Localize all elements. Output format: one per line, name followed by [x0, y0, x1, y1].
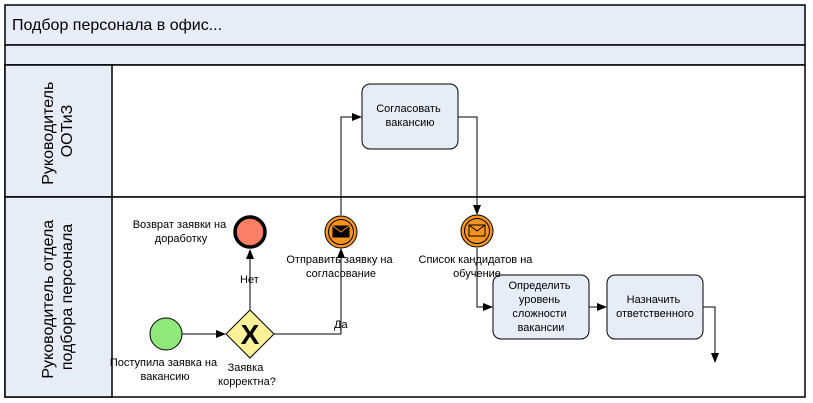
cand-msg-line: обучение [453, 268, 501, 280]
send-msg-label: Отправить заявку на согласование [286, 254, 395, 280]
task-determine-label: Определить уровень сложности вакансии [508, 280, 573, 334]
flow-approve-to-candidates[interactable] [458, 116, 481, 215]
candidates-message-event[interactable]: Список кандидатов на обучение [419, 214, 536, 280]
lane-hr-header[interactable] [4, 196, 113, 398]
flow-gateway-to-send-yes[interactable] [274, 248, 345, 335]
end-event-circle [233, 215, 267, 249]
task-assign-line: Назначить [627, 294, 681, 306]
task-approve-box [361, 83, 459, 150]
envelope-filled-icon [332, 225, 350, 238]
end-event-label: Возврат заявки на доработку [133, 219, 230, 245]
end-event-return[interactable]: Возврат заявки на доработку [133, 215, 267, 249]
sequence-flows [182, 113, 719, 363]
flow-assign-out[interactable] [703, 306, 719, 363]
lane-ootiz-header[interactable] [4, 64, 113, 198]
flow-candidates-to-determine[interactable] [476, 248, 493, 311]
start-event-circle [149, 317, 183, 351]
flow-send-to-approve[interactable] [340, 113, 362, 215]
send-msg-line: Отправить заявку на [286, 254, 393, 266]
task-determine-complexity[interactable]: Определить уровень сложности вакансии [492, 274, 590, 340]
start-event[interactable]: Поступила заявка на вакансию [110, 317, 220, 383]
task-determine-line: Определить [508, 280, 570, 292]
task-determine-line: сложности [512, 308, 566, 320]
pool-subheader [4, 44, 806, 66]
cand-msg-line: Список кандидатов на [419, 254, 534, 266]
task-assign-responsible[interactable]: Назначить ответственного [606, 274, 704, 340]
task-determine-line: уровень [519, 294, 561, 306]
task-determine-box [492, 274, 590, 340]
exclusive-gateway[interactable]: X Заявка корректна? [218, 309, 276, 388]
task-approve-line: Согласовать [376, 103, 441, 115]
pool: Подбор персонала в офис... [4, 4, 806, 66]
start-event-line: вакансию [141, 371, 190, 383]
send-message-event[interactable]: Отправить заявку на согласование [286, 215, 395, 280]
lane-ootiz-label-line: ООТиЗ [59, 105, 76, 158]
start-event-label: Поступила заявка на вакансию [110, 357, 220, 383]
gateway-diamond [225, 309, 275, 359]
pool-header[interactable] [4, 4, 806, 46]
task-approve-label: Согласовать вакансию [376, 103, 444, 129]
gateway-line: Заявка [228, 362, 265, 374]
task-determine-line: вакансии [518, 322, 565, 334]
cand-msg-label: Список кандидатов на обучение [419, 254, 536, 280]
task-approve-vacancy[interactable]: Согласовать вакансию [361, 83, 459, 150]
gateway-label: Заявка корректна? [218, 362, 276, 388]
lane-hr-label-line: Руководитель отдела [40, 220, 57, 379]
lane-hr-label-line: подбора персонала [59, 224, 76, 370]
task-approve-line: вакансию [386, 117, 435, 129]
flow-label-no: Нет [240, 274, 259, 286]
task-assign-box [606, 274, 704, 340]
pool-title: Подбор персонала в офис... [12, 17, 222, 34]
gateway-x-icon: X [241, 319, 260, 350]
lane-ootiz-label: Руководитель ООТиЗ [40, 77, 76, 185]
task-assign-line: ответственного [616, 308, 694, 320]
end-event-line: Возврат заявки на [133, 219, 227, 231]
gateway-line: корректна? [218, 376, 276, 388]
send-msg-line: согласование [306, 268, 376, 280]
start-event-line: Поступила заявка на [110, 357, 218, 369]
lane-hr-label: Руководитель отдела подбора персонала [40, 215, 76, 378]
end-event-line: доработку [155, 233, 208, 245]
flow-label-yes: Да [334, 319, 348, 331]
task-assign-label: Назначить ответственного [616, 294, 694, 320]
lane-ootiz-label-line: Руководитель [40, 82, 57, 185]
envelope-outline-icon [468, 224, 486, 237]
